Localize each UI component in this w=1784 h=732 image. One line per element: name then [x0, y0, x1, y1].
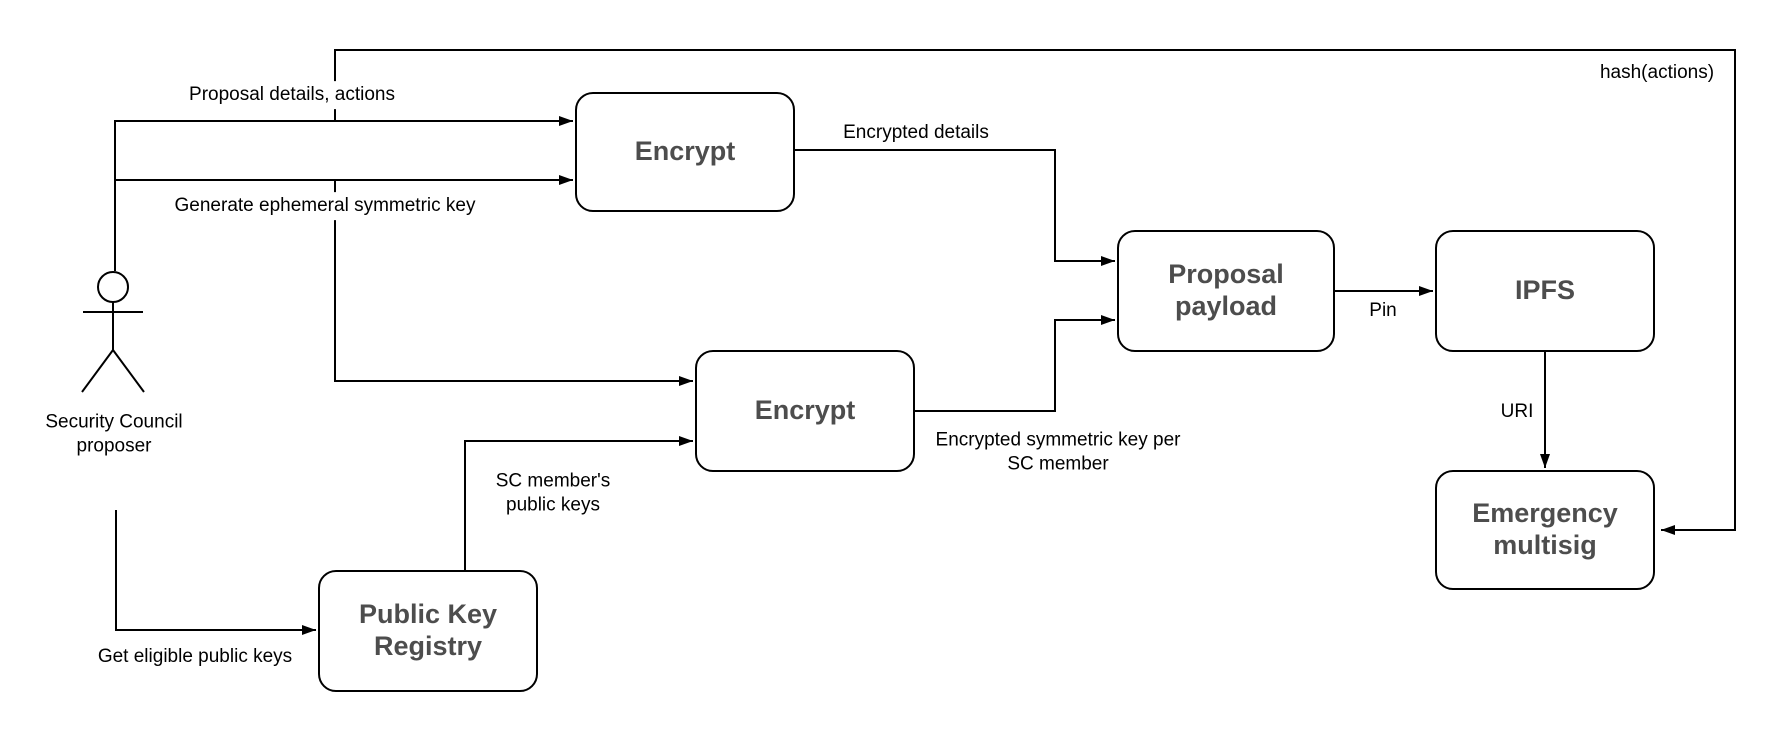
node-public-key-registry-label: Public Key Registry: [358, 599, 498, 661]
edge-label-uri: URI: [1496, 398, 1538, 426]
node-public-key-registry: Public Key Registry: [318, 570, 538, 692]
edge-label-sc-member-keys: SC member's public keys: [474, 467, 632, 519]
node-encrypt-top-label: Encrypt: [634, 136, 736, 167]
edge-hash-actions-line: [334, 49, 1736, 535]
actor-legs: [81, 349, 145, 393]
node-emergency-multisig: Emergency multisig: [1435, 470, 1655, 590]
edge-label-get-eligible-keys: Get eligible public keys: [93, 643, 297, 671]
edge-label-pin: Pin: [1365, 297, 1401, 325]
edge-label-generate-key: Generate ephemeral symmetric key: [170, 192, 480, 220]
node-emergency-multisig-label: Emergency multisig: [1472, 498, 1618, 560]
edge-sc-member-keys-line: [464, 436, 693, 570]
edge-label-proposal-details: Proposal details, actions: [185, 81, 399, 109]
edge-generate-key-branch-line: [334, 180, 693, 386]
actor-head: [97, 271, 129, 303]
node-proposal-payload: Proposal payload: [1117, 230, 1335, 352]
node-encrypt-bottom-label: Encrypt: [754, 395, 856, 426]
edge-proposal-details-line: [114, 116, 573, 271]
edge-encrypted-details-line: [795, 149, 1115, 266]
edge-get-eligible-keys-line: [115, 510, 316, 635]
node-ipfs: IPFS: [1435, 230, 1655, 352]
edge-encrypted-sym-key-line: [915, 315, 1115, 412]
edge-label-encrypted-sym-key: Encrypted symmetric key per SC member: [929, 426, 1187, 478]
node-proposal-payload-label: Proposal payload: [1168, 259, 1284, 321]
edge-label-hash-actions: hash(actions): [1595, 59, 1719, 87]
edge-label-encrypted-details: Encrypted details: [839, 119, 993, 147]
node-encrypt-bottom: Encrypt: [695, 350, 915, 472]
actor-figure: [81, 271, 145, 393]
node-encrypt-top: Encrypt: [575, 92, 795, 212]
node-ipfs-label: IPFS: [1514, 275, 1575, 306]
actor-label: Security Council proposer: [22, 408, 206, 460]
